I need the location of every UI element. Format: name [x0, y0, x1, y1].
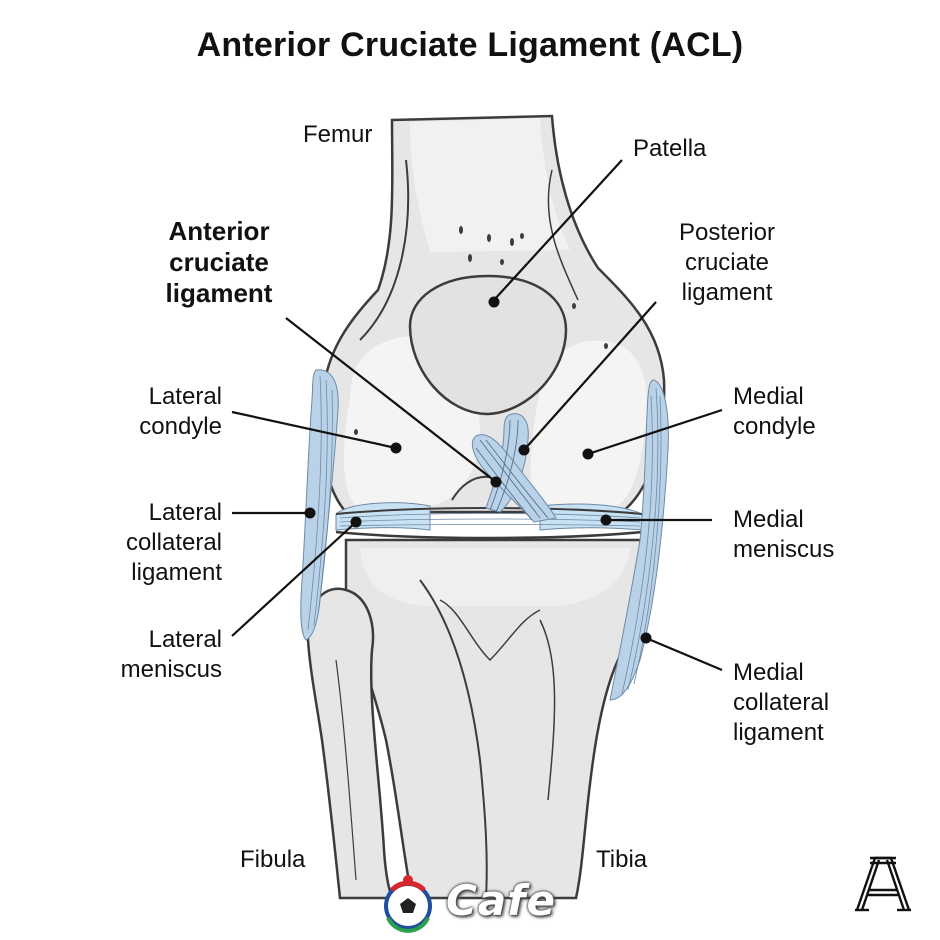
label-medial-meniscus: Medial meniscus	[733, 506, 835, 563]
label-tibia: Tibia	[596, 846, 648, 873]
label-patella: Patella	[633, 135, 707, 162]
label-medial-condyle: Medial condyle	[733, 383, 816, 440]
watermark-soccer-ball-icon	[384, 875, 432, 933]
fibula-inner-line	[335, 659, 357, 881]
label-lateral-condyle: Lateral condyle	[139, 383, 222, 440]
label-femur: Femur	[303, 121, 373, 148]
cruciate-fibers	[475, 419, 549, 521]
diagram-title: Anterior Cruciate Ligament (ACL)	[196, 26, 744, 64]
tibia-plateau-highlight	[360, 548, 630, 606]
label-lateral-meniscus: Lateral meniscus	[120, 626, 222, 683]
femur-shaft-line-right	[547, 169, 579, 301]
label-lateral-collateral-ligament: Lateral collateral ligament	[125, 499, 222, 586]
leader-dots	[304, 296, 652, 644]
joint-line-bottom	[335, 530, 643, 540]
tibia-crest-line	[419, 579, 488, 899]
label-anterior-cruciate-ligament: Anterior cruciate ligament	[165, 216, 273, 308]
femur-shaft-line-left	[359, 159, 410, 341]
lateral-collateral-ligament-shape	[300, 369, 339, 641]
brand-logo-a-icon	[855, 856, 911, 912]
lcl-fibers	[307, 375, 333, 631]
anterior-cruciate-ligament-shape	[471, 434, 557, 523]
fibula-bone	[306, 587, 394, 900]
tibia-tuberosity	[439, 599, 541, 662]
tibia-inner-line	[539, 619, 556, 801]
label-medial-collateral-ligament: Medial collateral ligament	[733, 659, 830, 746]
patella-bone	[408, 274, 568, 416]
watermark-text: Cafe	[446, 876, 556, 925]
medial-collateral-ligament-shape	[609, 379, 669, 701]
label-fibula: Fibula	[240, 846, 306, 873]
medial-condyle-shape	[530, 340, 647, 506]
femur-highlight	[410, 118, 570, 252]
leader-lines	[231, 159, 723, 672]
label-posterior-cruciate-ligament: Posterior cruciate ligament	[678, 219, 776, 306]
